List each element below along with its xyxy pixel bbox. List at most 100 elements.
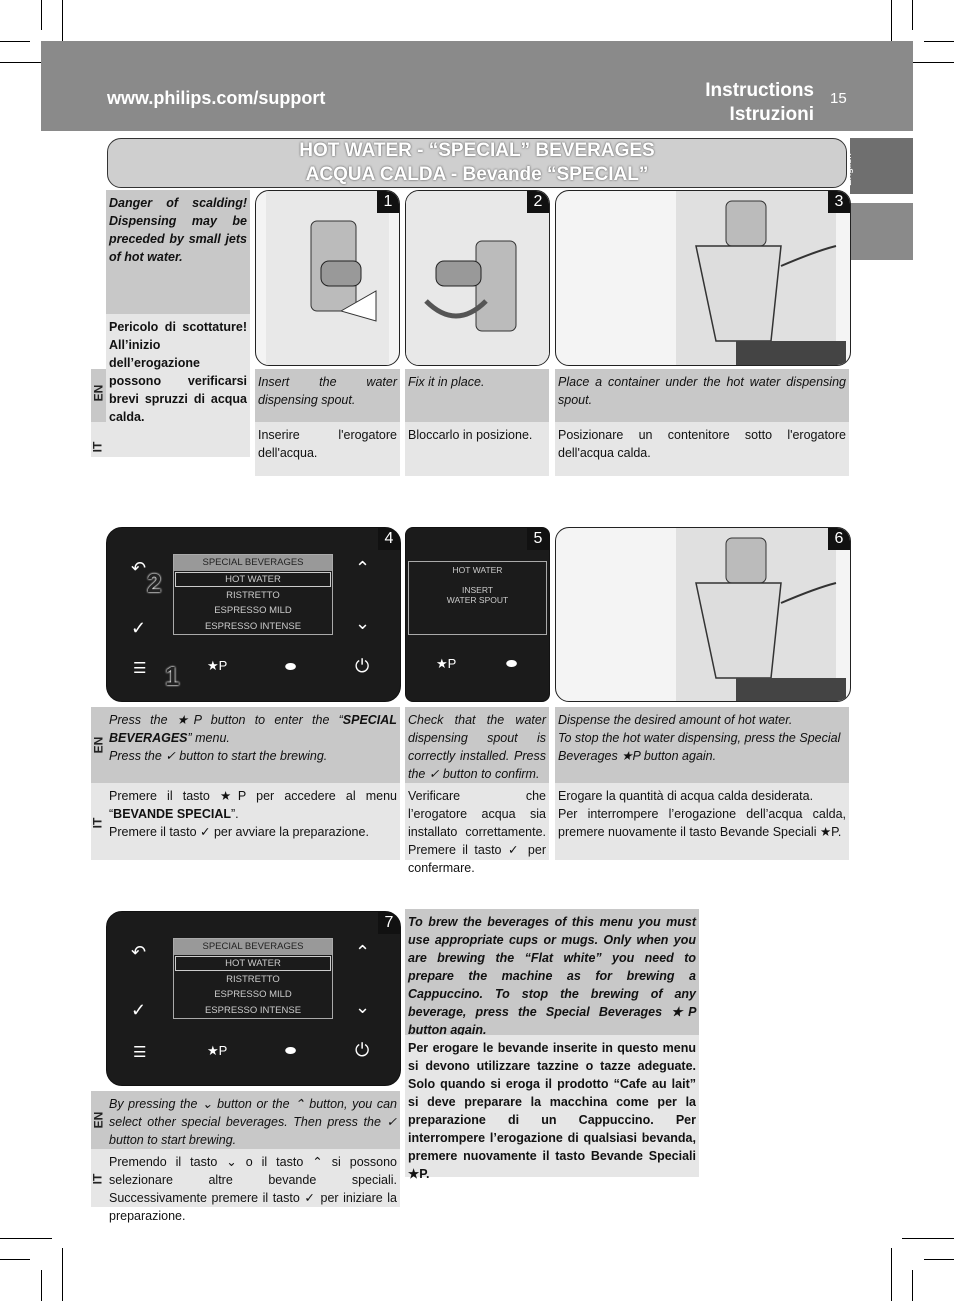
display-line: INSERT [461,585,494,595]
text: Verificare che l’erogatore acqua sia ins… [408,789,546,857]
check-icon: ✓ [428,767,440,781]
text: Per erogare le bevande inserite in quest… [408,1041,696,1163]
text: per avviare la preparazione. [213,825,369,839]
support-link[interactable]: www.philips.com/support [107,88,326,108]
text: Premendo il tasto [109,1155,218,1169]
coffee-bean-icon[interactable]: ⬬ [506,656,518,671]
menu-item[interactable]: ESPRESSO INTENSE [204,1004,302,1016]
step2-text-it: Bloccarlo in posizione. [405,422,549,476]
menu-item-selected[interactable]: HOT WATER [175,955,331,971]
power-icon[interactable]: ⏻ [355,656,370,676]
chevron-down-icon: ⌄ [226,1155,237,1169]
menu-item[interactable]: ESPRESSO INTENSE [204,620,302,632]
istruzioni-label: Istruzioni [729,104,814,125]
menu-list-icon[interactable]: ☰ [133,1044,147,1061]
text: Erogare la quantità di acqua calda desid… [558,789,814,803]
note-en: To brew the beverages of this menu you m… [405,909,699,1037]
it-label-strip [91,783,106,860]
chevron-down-icon[interactable]: ⌄ [355,997,371,1017]
text: ” menu. [187,731,230,745]
menu-item-selected[interactable]: HOT WATER [175,571,331,587]
menu-item[interactable]: ESPRESSO MILD [214,605,292,616]
crop-mark [912,0,913,30]
text: Check that the water dispensing spout is… [408,713,546,781]
it-label: IT [90,1173,105,1185]
menu-item[interactable]: ESPRESSO MILD [214,989,292,1000]
text: button or the [217,1097,290,1111]
menu-name: SPECIAL BEVERAGES [109,713,397,745]
crop-mark [0,41,30,42]
instructions-label: Instructions [705,80,814,101]
special-beverages-icon[interactable]: ★P [207,1043,228,1058]
text: button again. [643,749,717,763]
special-beverages-icon[interactable]: ★P [436,656,457,671]
text: Dispense the desired amount of hot water… [558,713,793,727]
step6-illustration: 6 [555,527,851,702]
step-number: 6 [828,528,850,550]
step-number: 2 [527,191,549,213]
page-number: 15 [830,90,847,107]
chevron-up-icon: ⌃ [294,1097,305,1111]
step2-text-en: Fix it in place. [405,369,549,422]
page-header [41,41,913,131]
header-instructions: Instructions Istruzioni [705,79,814,127]
step5-text-it: Verificare che l’erogatore acqua sia ins… [405,783,549,875]
back-icon[interactable]: ↶ [131,558,147,578]
check-icon[interactable]: ✓ [131,1000,147,1020]
callout-2: 2 [147,568,162,598]
warning-it: Pericolo di scottature! All’inizio dell’… [106,314,250,457]
text: . [425,1167,430,1181]
text: per accedere al menu “ [109,789,398,821]
menu-item[interactable]: RISTRETTO [226,589,280,601]
step6-text-en: Dispense the desired amount of hot water… [555,707,849,783]
crop-mark [62,0,63,52]
chevron-down-icon[interactable]: ⌄ [355,613,371,633]
check-icon: ✓ [165,749,176,763]
display-screen: HOT WATER INSERT WATER SPOUT [408,561,547,635]
special-beverages-icon: ★P [819,825,838,839]
crop-mark [41,1270,42,1301]
crop-mark [924,41,954,42]
it-label: IT [90,441,105,453]
title-line-en: HOT WATER - “SPECIAL” BEVERAGES [299,140,655,161]
coffee-bean-icon[interactable]: ⬬ [285,1043,297,1058]
container-under-spout-drawing [676,191,846,365]
step4-text-en: Press the ★P button to enter the “SPECIA… [106,707,400,783]
control-panel-step5: HOT WATER INSERT WATER SPOUT ★P ⬬ 5 [405,527,550,702]
menu-name: BEVANDE SPECIAL [113,807,232,821]
crop-mark [912,1270,913,1301]
text: button to start the brewing. [179,749,328,763]
text: By pressing the [109,1097,198,1111]
text: per confermare. [408,843,546,875]
coffee-bean-icon[interactable]: ⬬ [285,659,297,674]
menu-list-icon[interactable]: ☰ [133,660,147,677]
crop-mark [0,62,52,63]
step7-text-it: Premendo il tasto ⌄ o il tasto ⌃ si poss… [106,1149,400,1223]
crop-mark [62,1248,63,1301]
en-label-strip [91,707,106,783]
step-number: 7 [378,912,400,934]
crop-mark [902,1238,954,1239]
check-icon[interactable]: ✓ [131,618,147,638]
tab-italiano[interactable]: Italiano [843,203,913,260]
text: button to confirm. [442,767,540,781]
chevron-up-icon[interactable]: ⌃ [355,942,371,962]
dispensing-drawing [676,528,846,701]
tab-english[interactable]: English [843,138,913,194]
step3-text-en: Place a container under the hot water di… [555,369,849,422]
en-label: EN [91,736,106,754]
chevron-up-icon[interactable]: ⌃ [355,558,371,578]
warning-en: Danger of scalding! Dispensing may be pr… [106,190,250,314]
special-beverages-icon: ★P [408,1167,426,1181]
special-beverages-icon[interactable]: ★P [207,658,228,673]
step1-text-it: Inserire l'erogatore dell'acqua. [255,422,400,476]
menu-item[interactable]: RISTRETTO [226,973,280,985]
control-panel-step7: ↶ ✓ ☰ ★P ⬬ ⏻ ⌃ ⌄ SPECIAL BEVERAGES HOT W… [106,911,401,1086]
back-icon[interactable]: ↶ [131,942,147,962]
text: per iniziare la preparazione. [109,1191,397,1223]
crop-mark [0,1238,52,1239]
power-icon[interactable]: ⏻ [355,1040,370,1060]
text: ”. [231,807,239,821]
crop-mark [924,1259,954,1260]
text: . [837,825,842,839]
